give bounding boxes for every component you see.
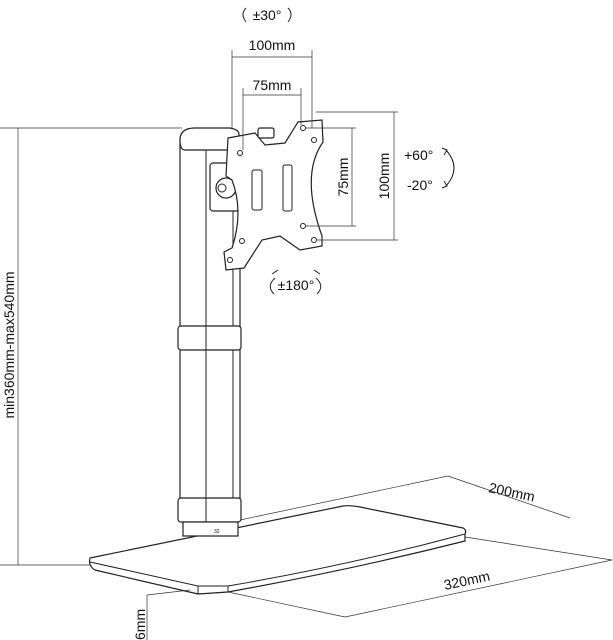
vesa-height-75-label: 75mm — [335, 158, 351, 197]
rotate-arrow-icon — [242, 7, 247, 23]
rotation-annotation: ±180° — [269, 269, 322, 295]
tilt-annotation: +60° -20° — [404, 147, 455, 193]
base-thickness-dimension: 6mm — [132, 589, 191, 640]
rotation-label: ±180° — [278, 277, 315, 293]
base-thickness-label: 6mm — [132, 609, 148, 640]
base-plate — [88, 505, 467, 595]
vesa-width-dimensions: 100mm 75mm — [231, 37, 313, 150]
tilt-top-label: ±30° — [253, 7, 282, 23]
base-width-label: 320mm — [442, 568, 491, 593]
vesa-width-75-label: 75mm — [253, 77, 292, 93]
swivel-annotation: ±30° — [242, 7, 292, 23]
lock-knob — [257, 127, 275, 139]
vesa-height-100-label: 100mm — [376, 153, 392, 200]
height-dimension: min360mm-max540mm — [0, 127, 182, 566]
rotate-arrow-icon — [269, 277, 276, 295]
vesa-width-100-label: 100mm — [249, 37, 296, 53]
base-depth-label: 200mm — [487, 479, 536, 504]
vesa-plate — [223, 119, 324, 271]
tilt-down-label: -20° — [407, 177, 433, 193]
tilt-up-label: +60° — [404, 147, 433, 163]
height-range-label: min360mm-max540mm — [1, 271, 17, 418]
pole-mark: 32 — [214, 529, 220, 535]
vesa-height-dimensions: 75mm 100mm — [306, 111, 398, 241]
tilt-arrow-icon — [445, 149, 455, 187]
